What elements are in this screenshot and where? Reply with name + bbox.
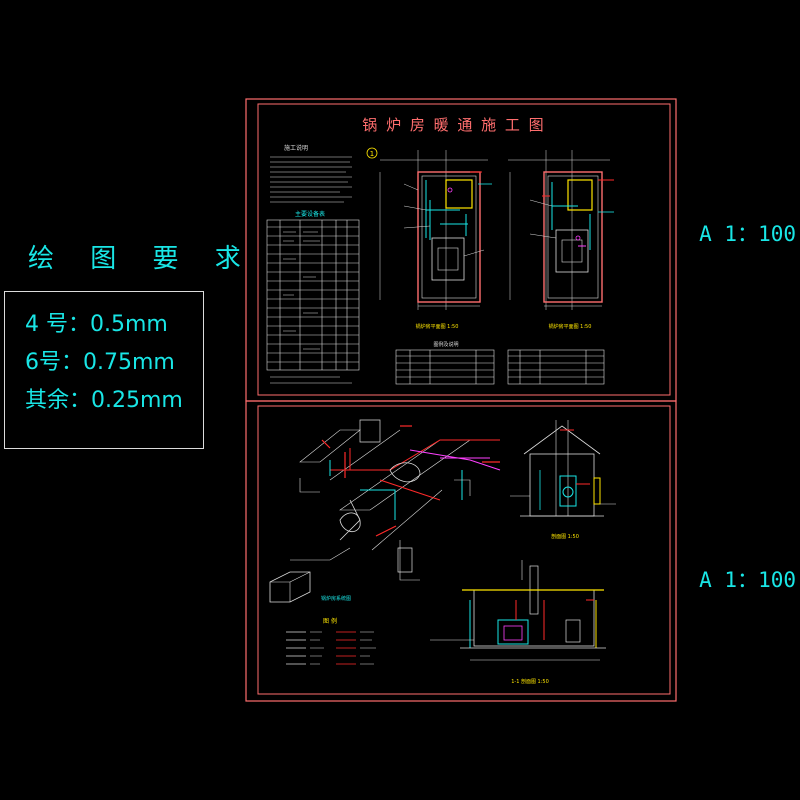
equipment-table bbox=[266, 219, 360, 371]
sheet-2-legend bbox=[286, 631, 376, 665]
sheet-2-legend-title: 图 例 bbox=[323, 617, 337, 625]
detail-circle-number: 1 bbox=[370, 150, 374, 158]
line-weight-6: 6号：0.75mm bbox=[25, 350, 175, 375]
legend-table-1 bbox=[395, 349, 495, 385]
sheet-1-title: 锅 炉 房 暖 通 施 工 图 bbox=[362, 116, 545, 134]
section-2-caption: 1-1 剖面图 1:50 bbox=[511, 678, 549, 685]
section-2 bbox=[430, 560, 606, 661]
equipment-table-title: 主要设备表 bbox=[295, 210, 325, 218]
isometric-system-diagram bbox=[269, 419, 501, 603]
section-1 bbox=[510, 420, 616, 517]
line-weight-4: 4 号：0.5mm bbox=[25, 312, 168, 337]
scale-label-bottom: A 1：100 bbox=[699, 568, 796, 592]
isometric-caption: 锅炉房系统图 bbox=[321, 595, 351, 602]
equipment-table-text bbox=[270, 231, 352, 384]
notes-text-block bbox=[270, 156, 352, 203]
drawing-requirements-box: 4 号：0.5mm 6号：0.75mm 其余：0.25mm bbox=[4, 291, 204, 449]
sheet-2: 锅炉房系统图 图 例 bbox=[245, 400, 677, 702]
legend-table-title: 图例及说明 bbox=[433, 341, 458, 348]
plan-1-caption: 锅炉房平面图 1:50 bbox=[416, 323, 459, 330]
plan-2 bbox=[508, 150, 614, 310]
sheet-2-inner-frame bbox=[257, 405, 671, 695]
sheet-2-outer-frame bbox=[245, 400, 677, 702]
section-1-caption: 剖面图 1:50 bbox=[551, 533, 579, 540]
sheet-1-inner-frame bbox=[257, 103, 671, 396]
notes-title: 施工说明 bbox=[284, 144, 308, 152]
scale-label-top: A 1：100 bbox=[699, 222, 796, 246]
sheet-1: 锅 炉 房 暖 通 施 工 图 施工说明 主要设备表 bbox=[245, 98, 677, 402]
plan-1 bbox=[379, 150, 492, 310]
line-weight-other: 其余：0.25mm bbox=[25, 388, 183, 413]
drawing-requirements-title: 绘 图 要 求 bbox=[28, 244, 255, 274]
legend-table-2 bbox=[507, 349, 605, 385]
plan-2-caption: 锅炉房平面图 1:50 bbox=[549, 323, 592, 330]
detail-circle-mark bbox=[366, 147, 378, 159]
